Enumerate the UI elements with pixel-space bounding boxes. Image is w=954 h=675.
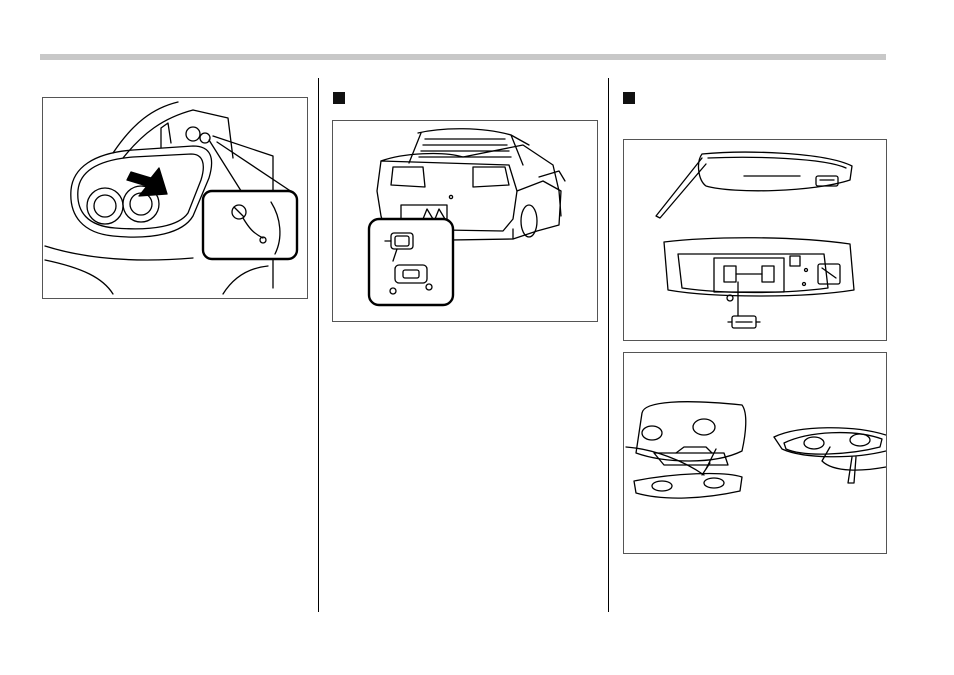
license-plate-light-location-illustration (333, 121, 597, 321)
section-heading-marker (623, 92, 635, 104)
section-heading-marker (333, 92, 345, 104)
spot-light-lens-removal-illustration (624, 353, 886, 553)
map-light-lens-removal-illustration (624, 140, 886, 340)
rear-combination-lamp-figure (42, 97, 308, 299)
header-rule (40, 54, 886, 60)
column-divider-1 (318, 78, 319, 612)
license-plate-light-figure (332, 120, 598, 322)
rear-combination-lamp-bulb-removal-illustration (43, 98, 307, 298)
map-light-figure (623, 139, 887, 341)
spot-light-figure (623, 352, 887, 554)
column-divider-2 (608, 78, 609, 612)
